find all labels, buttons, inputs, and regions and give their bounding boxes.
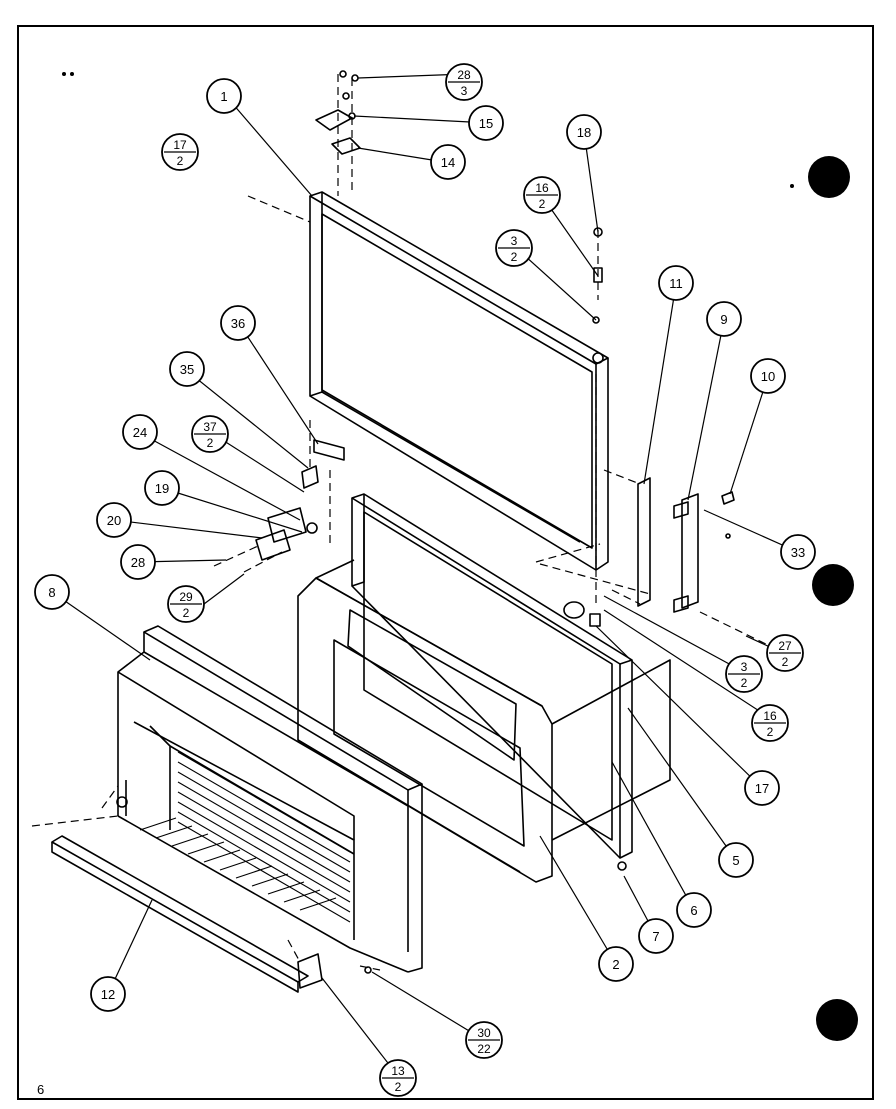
door-panel-part	[351, 493, 633, 859]
callout-6	[676, 892, 712, 928]
callout-35	[169, 351, 205, 387]
fraction-bottom: 2	[741, 676, 748, 690]
callout-label: 17	[755, 781, 769, 796]
page-mark	[62, 72, 66, 76]
fraction-callout-labels: 28 3 17 2 16 2 3 2 37 2 29 2 27 2 3 2 16…	[173, 68, 792, 1094]
fastener-parts	[116, 227, 731, 974]
fraction-top: 37	[203, 420, 217, 434]
front-trim-part	[51, 835, 323, 993]
fraction-top: 16	[763, 709, 777, 723]
lower-hinge-part	[255, 439, 345, 561]
page-border	[17, 25, 874, 1100]
fraction-bottom: 2	[183, 606, 190, 620]
fraction-bars	[164, 81, 801, 1079]
callout-28	[120, 544, 156, 580]
callout-2	[598, 946, 634, 982]
callout-label: 33	[791, 545, 805, 560]
fraction-top: 27	[778, 639, 792, 653]
callout-19	[144, 470, 180, 506]
fraction-top: 16	[535, 181, 549, 195]
callout-label: 10	[761, 369, 775, 384]
callout-label: 18	[577, 125, 591, 140]
assembly-guide-lines	[31, 74, 771, 971]
callout-14	[430, 144, 466, 180]
callout-5	[718, 842, 754, 878]
fraction-bottom: 2	[511, 250, 518, 264]
callout-label: 15	[479, 116, 493, 131]
side-bracket-part	[637, 477, 735, 613]
fraction-bottom: 2	[539, 197, 546, 211]
callout-33	[780, 534, 816, 570]
callout-label: 35	[180, 362, 194, 377]
callout-label: 20	[107, 513, 121, 528]
door-liner-part	[297, 559, 671, 883]
callout-label: 19	[155, 481, 169, 496]
callout-24	[122, 414, 158, 450]
callout-label: 6	[690, 903, 697, 918]
fraction-top: 29	[179, 590, 193, 604]
fraction-top: 3	[511, 234, 518, 248]
page-number: 6	[37, 1082, 45, 1097]
callout-label: 7	[652, 929, 659, 944]
fraction-bottom: 2	[177, 154, 184, 168]
callout-label: 24	[133, 425, 147, 440]
fraction-top: 28	[457, 68, 471, 82]
callout-9	[706, 301, 742, 337]
callout-label: 28	[131, 555, 145, 570]
fraction-bottom: 22	[477, 1042, 491, 1056]
callout-12	[90, 976, 126, 1012]
callout-label: 9	[720, 312, 727, 327]
drawer-basket-part	[117, 625, 423, 973]
fraction-bottom: 3	[461, 84, 468, 98]
callout-15	[468, 105, 504, 141]
fraction-bottom: 2	[782, 655, 789, 669]
callout-label: 11	[669, 276, 683, 291]
callout-36	[220, 305, 256, 341]
callout-17	[744, 770, 780, 806]
callout-8	[34, 574, 70, 610]
binder-hole-icon	[812, 564, 854, 606]
page-mark	[70, 72, 74, 76]
fraction-bottom: 2	[207, 436, 214, 450]
page-mark	[790, 184, 794, 188]
fraction-bottom: 2	[767, 725, 774, 739]
callout-10	[750, 358, 786, 394]
callout-label: 1	[220, 89, 227, 104]
fraction-bottom: 2	[395, 1080, 402, 1094]
callout-7	[638, 918, 674, 954]
callout-label: 5	[732, 853, 739, 868]
callout-18	[566, 114, 602, 150]
callout-20	[96, 502, 132, 538]
fraction-top: 30	[477, 1026, 491, 1040]
fraction-top: 3	[741, 660, 748, 674]
fraction-top: 13	[391, 1064, 405, 1078]
binder-hole-icon	[808, 156, 850, 198]
callout-11	[658, 265, 694, 301]
drawer-grille-part	[139, 751, 351, 923]
door-frame-part	[309, 191, 609, 571]
callout-label: 12	[101, 987, 115, 1002]
binder-hole-icon	[816, 999, 858, 1041]
callout-label: 36	[231, 316, 245, 331]
callout-label: 2	[612, 957, 619, 972]
callout-label: 14	[441, 155, 455, 170]
fraction-top: 17	[173, 138, 187, 152]
callout-labels: 1 15 14 18 36 35 24 19 20 28 8 11 9 10 3…	[48, 89, 805, 1002]
callout-label: 8	[48, 585, 55, 600]
callout-1	[206, 78, 242, 114]
